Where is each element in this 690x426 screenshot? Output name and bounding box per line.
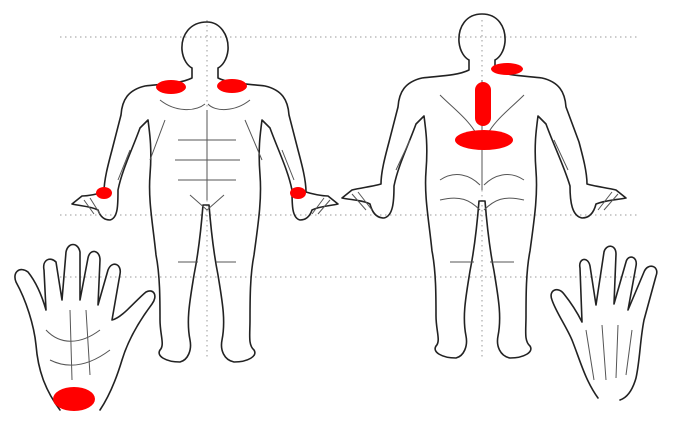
- pain-markers: [53, 63, 523, 411]
- marker-palm-wrist: [53, 387, 95, 411]
- palm-hand-outline: [15, 245, 155, 411]
- marker-left-shoulder: [156, 80, 186, 94]
- back-hand-outline: [551, 246, 657, 400]
- marker-left-wrist: [96, 187, 112, 199]
- back-hand-figure: [551, 246, 657, 400]
- back-body-outline: [342, 14, 626, 358]
- posterior-body-figure: [342, 14, 626, 358]
- grid-guides: [60, 20, 640, 360]
- palm-hand-figure: [15, 245, 155, 411]
- marker-right-shoulder: [217, 79, 247, 93]
- palm-crease-lines: [46, 310, 110, 380]
- marker-right-wrist: [290, 187, 306, 199]
- back-hand-tendon-lines: [586, 325, 632, 380]
- marker-thoracic-spine: [475, 82, 491, 126]
- marker-lower-back: [455, 130, 513, 150]
- marker-upper-back: [491, 63, 523, 75]
